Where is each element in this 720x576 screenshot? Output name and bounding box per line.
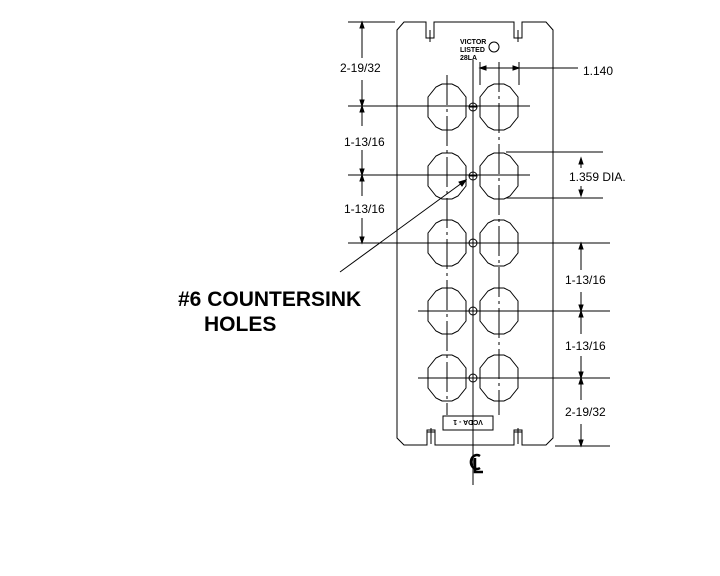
dim-left-3: 1-13/16 [344,202,385,216]
screw-cross [469,172,477,180]
right-dimension-arrows [478,65,584,448]
countersink-screw-icon [468,171,478,181]
arrowhead [578,189,584,198]
outlet-hole [427,152,467,200]
outlet-hole [427,287,467,335]
arrowhead [578,304,584,313]
dim-hole-diameter: 1.359 DIA. [569,170,626,184]
arrowhead [578,156,584,165]
outlet-hole [479,287,519,335]
arrowhead [578,376,584,385]
notch-marks [426,30,522,444]
arrowhead [578,309,584,318]
arrowhead [478,65,487,71]
label-line-1: VICTOR [460,39,486,46]
countersink-screw-icon [468,102,478,112]
outlet-hole [479,152,519,200]
dim-left-top: 2-19/32 [340,61,381,75]
outlet-hole [427,219,467,267]
dim-right-2: 1-13/16 [565,339,606,353]
arrowhead [359,104,365,113]
left-dimension-arrows [359,20,365,245]
callout-line-1: #6 COUNTERSINK [178,288,361,311]
dim-left-2: 1-13/16 [344,135,385,149]
arrowhead [578,439,584,448]
centerline-symbol-icon [469,453,483,474]
arrowhead [359,236,365,245]
label-line-3: 28LA [460,55,477,62]
ul-mark-icon [488,41,500,53]
arrowhead [359,173,365,182]
outlet-hole [479,219,519,267]
arrowhead [578,371,584,380]
outlet-hole [427,354,467,402]
callout-leader [339,179,467,273]
plate-tag-text: VCDA - 1 [453,418,483,425]
outlet-hole [479,83,519,131]
outlet-hole [427,83,467,131]
arrowhead [512,65,521,71]
screw-cross [469,103,477,111]
arrowhead [359,99,365,108]
label-line-2: LISTED [460,47,485,54]
arrowhead [359,168,365,177]
extension-lines [348,21,610,447]
arrowhead [359,20,365,29]
outlet-hole [479,354,519,402]
dim-hole-spacing: 1.140 [583,64,613,78]
dim-right-1: 1-13/16 [565,273,606,287]
callout-line-2: HOLES [204,313,276,336]
plate-outline [396,21,554,446]
plate-tag [442,415,494,431]
arrowhead [578,241,584,250]
dim-right-bottom: 2-19/32 [565,405,606,419]
